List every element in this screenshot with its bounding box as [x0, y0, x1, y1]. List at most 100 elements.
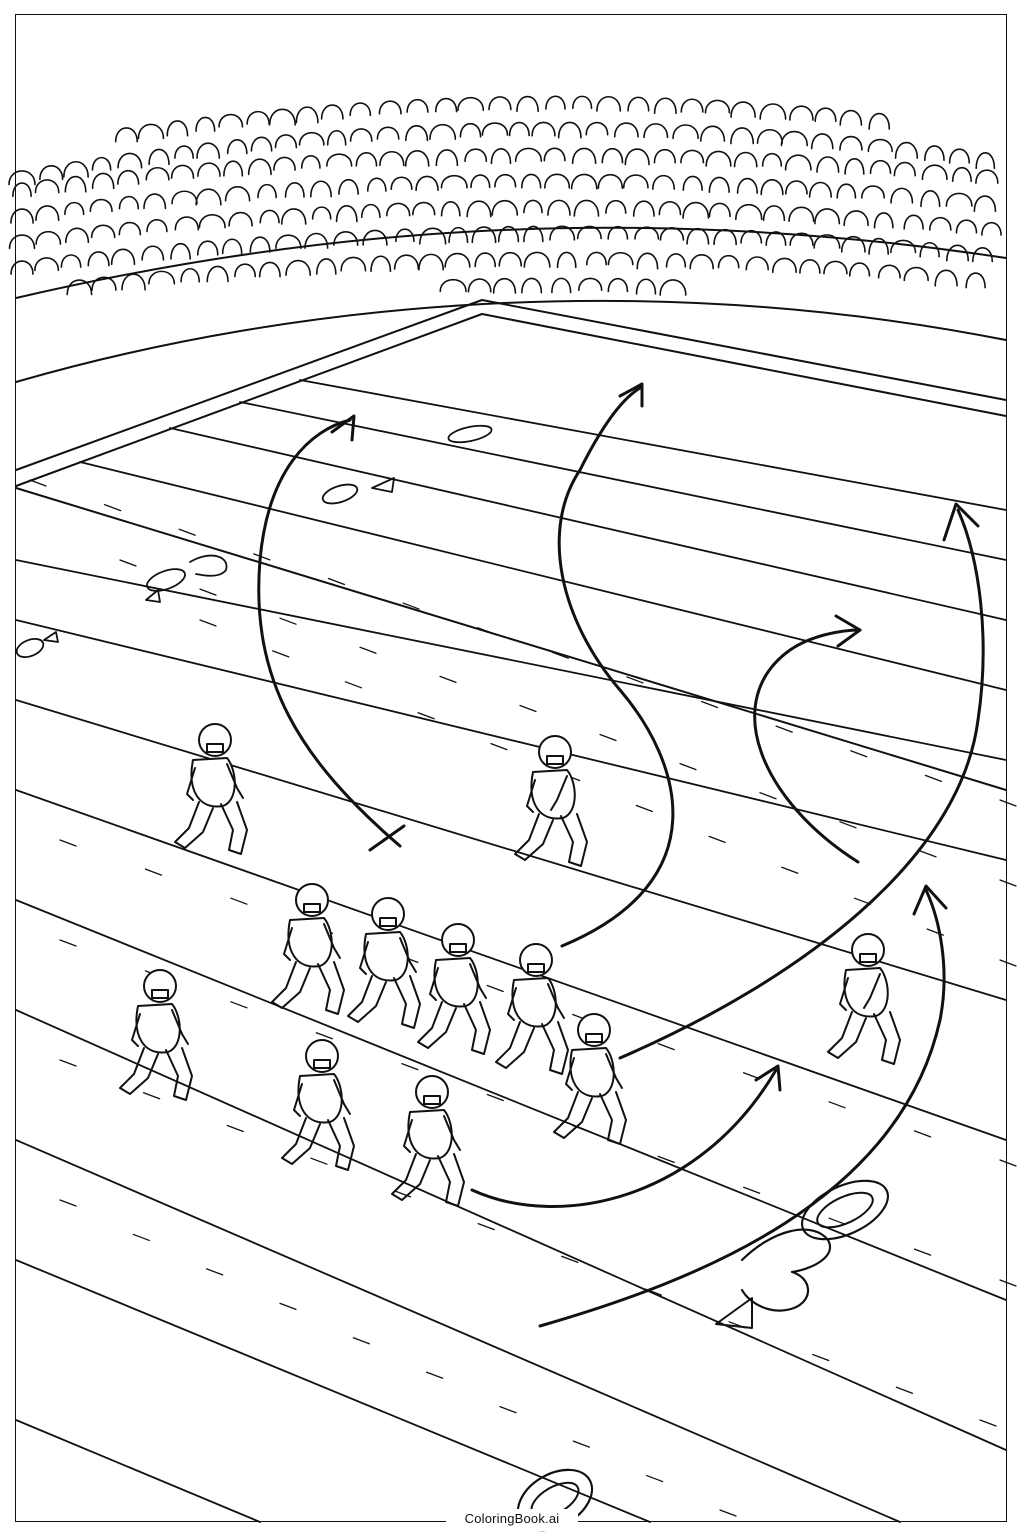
spectator-head	[118, 221, 142, 236]
spectator-head	[91, 172, 115, 190]
spectator-head	[114, 127, 139, 143]
yard-line	[299, 379, 1007, 511]
spectator-head	[121, 273, 146, 291]
spectator-head	[607, 225, 629, 240]
spectator-head	[370, 255, 392, 273]
spectator-head	[596, 95, 622, 112]
spectator-head	[223, 160, 244, 177]
brand-footer: ColoringBook.ai	[464, 1511, 560, 1526]
football-player	[827, 933, 901, 1065]
spectator-head	[366, 177, 387, 192]
yard-line	[15, 699, 1007, 1001]
spectator-head	[844, 158, 865, 175]
hash-mark	[999, 1279, 1017, 1287]
spectator-head	[275, 234, 302, 250]
yard-lines	[15, 379, 1007, 1523]
spectator-head	[945, 192, 973, 207]
spectator-head	[556, 251, 577, 269]
spectator-head	[975, 152, 996, 170]
hash-mark	[226, 1124, 244, 1133]
spectator-head	[975, 169, 999, 184]
spectator-head	[514, 147, 543, 163]
spectator-head	[406, 98, 429, 113]
hash-mark	[59, 1199, 77, 1207]
spectator-head	[34, 179, 60, 194]
hash-mark	[426, 1371, 444, 1379]
spectator-head	[717, 254, 740, 269]
spectator-head	[440, 201, 461, 217]
spectator-head	[355, 152, 378, 167]
spectator-head	[730, 127, 755, 145]
spectator-head	[474, 252, 497, 268]
football-player	[174, 723, 248, 855]
spectator-head	[682, 201, 710, 219]
spectator-head	[689, 253, 714, 270]
hash-mark	[253, 553, 271, 561]
hash-mark	[59, 939, 77, 947]
spectator-head	[385, 202, 411, 217]
yard-line	[169, 427, 1007, 621]
spectator-head	[379, 150, 405, 167]
spectator-head	[196, 142, 221, 159]
footer-background	[446, 1509, 578, 1531]
spectator-head	[839, 135, 863, 151]
spectator-head	[250, 136, 273, 152]
hash-mark	[913, 1130, 932, 1138]
spectator-head	[170, 164, 195, 179]
spectator-head	[762, 205, 786, 222]
hash-mark	[551, 651, 569, 659]
football-player	[495, 943, 569, 1075]
hash-mark	[402, 602, 420, 610]
hash-mark	[999, 879, 1017, 887]
spectator-head	[680, 149, 705, 164]
spectator-head	[195, 188, 222, 206]
spectator-head	[171, 190, 198, 205]
spectator-head	[945, 244, 970, 262]
spectator-head	[87, 251, 110, 267]
hash-mark	[781, 866, 799, 874]
spectator-head	[145, 166, 170, 181]
spectator-head	[759, 103, 787, 120]
spectator-head	[258, 261, 281, 278]
yard-line	[15, 619, 1007, 861]
hash-mark	[59, 1059, 77, 1067]
spectator-head	[315, 258, 337, 275]
spectator-head	[228, 211, 253, 227]
spectator-head	[708, 176, 730, 193]
spectator-head	[699, 125, 726, 142]
spectator-head	[868, 237, 890, 255]
spectator-head	[814, 107, 837, 123]
football-player	[347, 897, 421, 1029]
spectator-head	[218, 113, 244, 128]
hash-mark	[439, 675, 457, 684]
spectator-head	[745, 256, 769, 271]
hash-mark	[401, 1062, 419, 1071]
hash-mark	[999, 799, 1017, 807]
spectator-head	[523, 199, 543, 214]
spectator-head	[632, 200, 655, 217]
spectator-head	[893, 161, 917, 177]
spectator-head	[607, 251, 634, 266]
hash-mark	[812, 1353, 830, 1362]
hash-mark	[199, 588, 217, 596]
spectator-head	[466, 200, 492, 218]
spectator-head	[8, 170, 36, 186]
hash-mark	[742, 1186, 761, 1194]
spectator-head	[497, 225, 520, 243]
spectator-head	[543, 147, 566, 162]
spectator-head	[521, 277, 543, 294]
spectator-head	[686, 227, 710, 245]
spectator-head	[249, 236, 271, 253]
spectator-head	[613, 122, 639, 138]
spectator-head	[64, 201, 85, 216]
spectator-head	[148, 270, 176, 285]
spectator-head	[471, 226, 497, 244]
spectator-head	[761, 152, 783, 167]
spectator-head	[843, 210, 869, 227]
hash-mark	[626, 676, 644, 684]
hash-mark	[310, 1157, 328, 1165]
spectator-head	[8, 234, 36, 250]
spectator-head	[531, 121, 556, 137]
spectator-head	[459, 122, 482, 138]
